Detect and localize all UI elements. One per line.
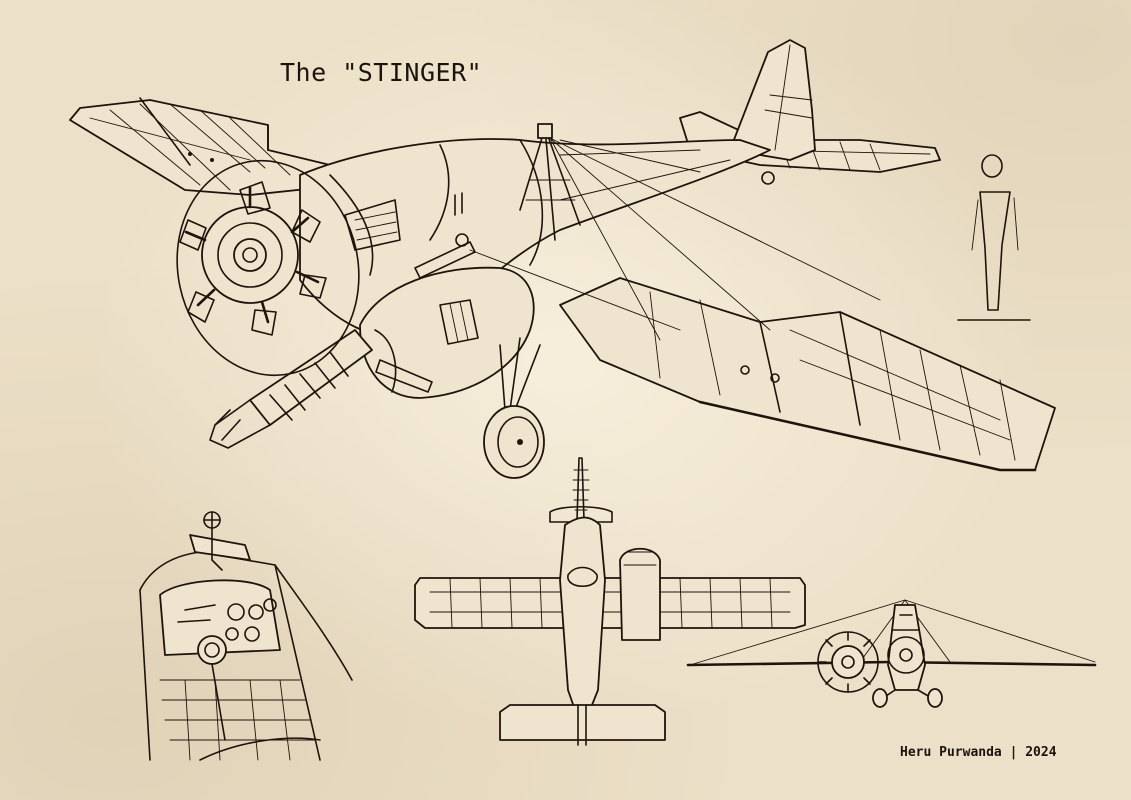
propeller-disc — [176, 159, 360, 377]
front-view — [686, 599, 1097, 708]
perspective-view — [69, 39, 1056, 479]
cockpit-detail — [139, 511, 353, 761]
tail-fin — [729, 39, 816, 185]
engine-nacelle — [359, 266, 535, 399]
artist-credit: Heru Purwanda | 2024 — [900, 745, 1057, 760]
nose-drill — [209, 329, 433, 449]
radial-engine — [179, 181, 327, 336]
sheet-title: The "STINGER" — [280, 58, 483, 87]
human-scale-figure-icon — [957, 154, 1031, 321]
bracing-wires — [469, 137, 881, 341]
right-wing — [559, 277, 1056, 472]
left-wing — [69, 97, 346, 196]
main-landing-gear — [483, 337, 545, 479]
top-view — [414, 457, 806, 746]
